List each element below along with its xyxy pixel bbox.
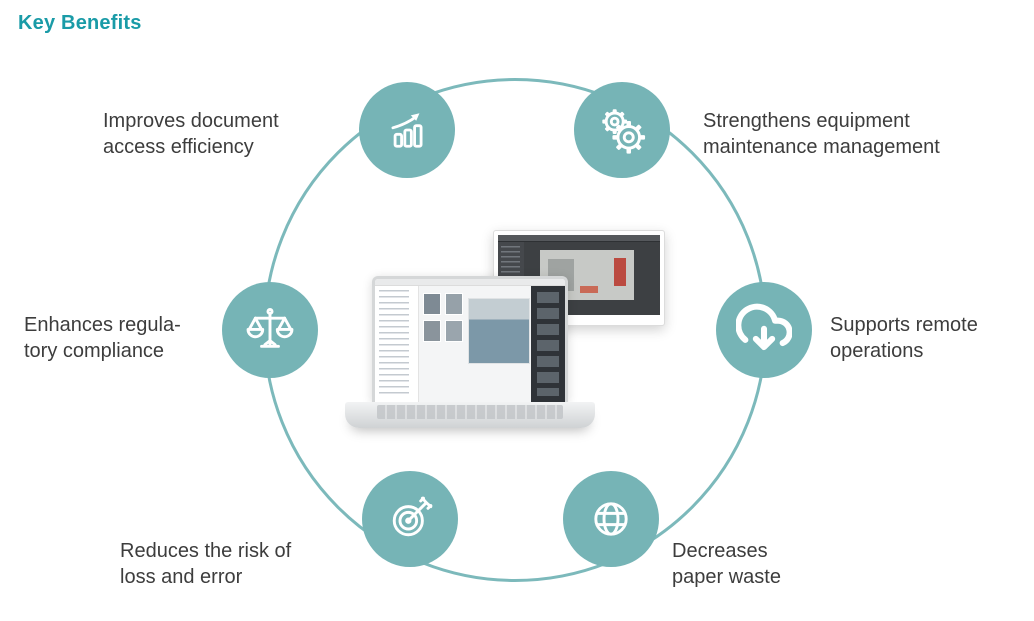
laptop-app-toolbar [375,279,565,286]
benefit-label-regulatory-compliance: Enhances regula- tory compliance [24,314,181,362]
gears-icon [574,82,670,178]
benefit-label-risk-reduction: Reduces the risk of loss and error [120,540,292,588]
photo-thumbnail [423,320,441,342]
laptop-keyboard-base [345,402,595,428]
benefit-label-document-access: Improves document access efficiency [103,110,279,158]
facility-photo [468,298,530,364]
photo-thumbnail [423,293,441,315]
growth-chart-icon [359,82,455,178]
model-block-red-small [580,286,598,293]
photo-thumbnail [445,320,463,342]
scales-icon [222,282,318,378]
page-title: Key Benefits [18,12,142,34]
benefit-label-remote-operations: Supports remote operations [830,314,978,362]
photo-thumbnail [445,293,463,315]
benefit-label-paper-waste: Decreases paper waste [672,540,781,588]
cloud-download-icon [716,282,812,378]
laptop-file-tree [375,286,419,402]
laptop-screen [372,276,568,402]
benefit-label-equipment-maintenance: Strengthens equipment maintenance manage… [703,110,940,158]
monitor-mockup [493,230,665,326]
laptop-main-panel [419,286,531,402]
center-product-image [345,228,667,434]
laptop-filmstrip-panel [531,286,565,402]
monitor-toolbar [498,235,660,242]
globe-icon [563,471,659,567]
target-dart-icon [362,471,458,567]
model-block-red [614,258,626,286]
laptop-keyboard [377,405,563,419]
laptop-mockup [345,276,595,432]
